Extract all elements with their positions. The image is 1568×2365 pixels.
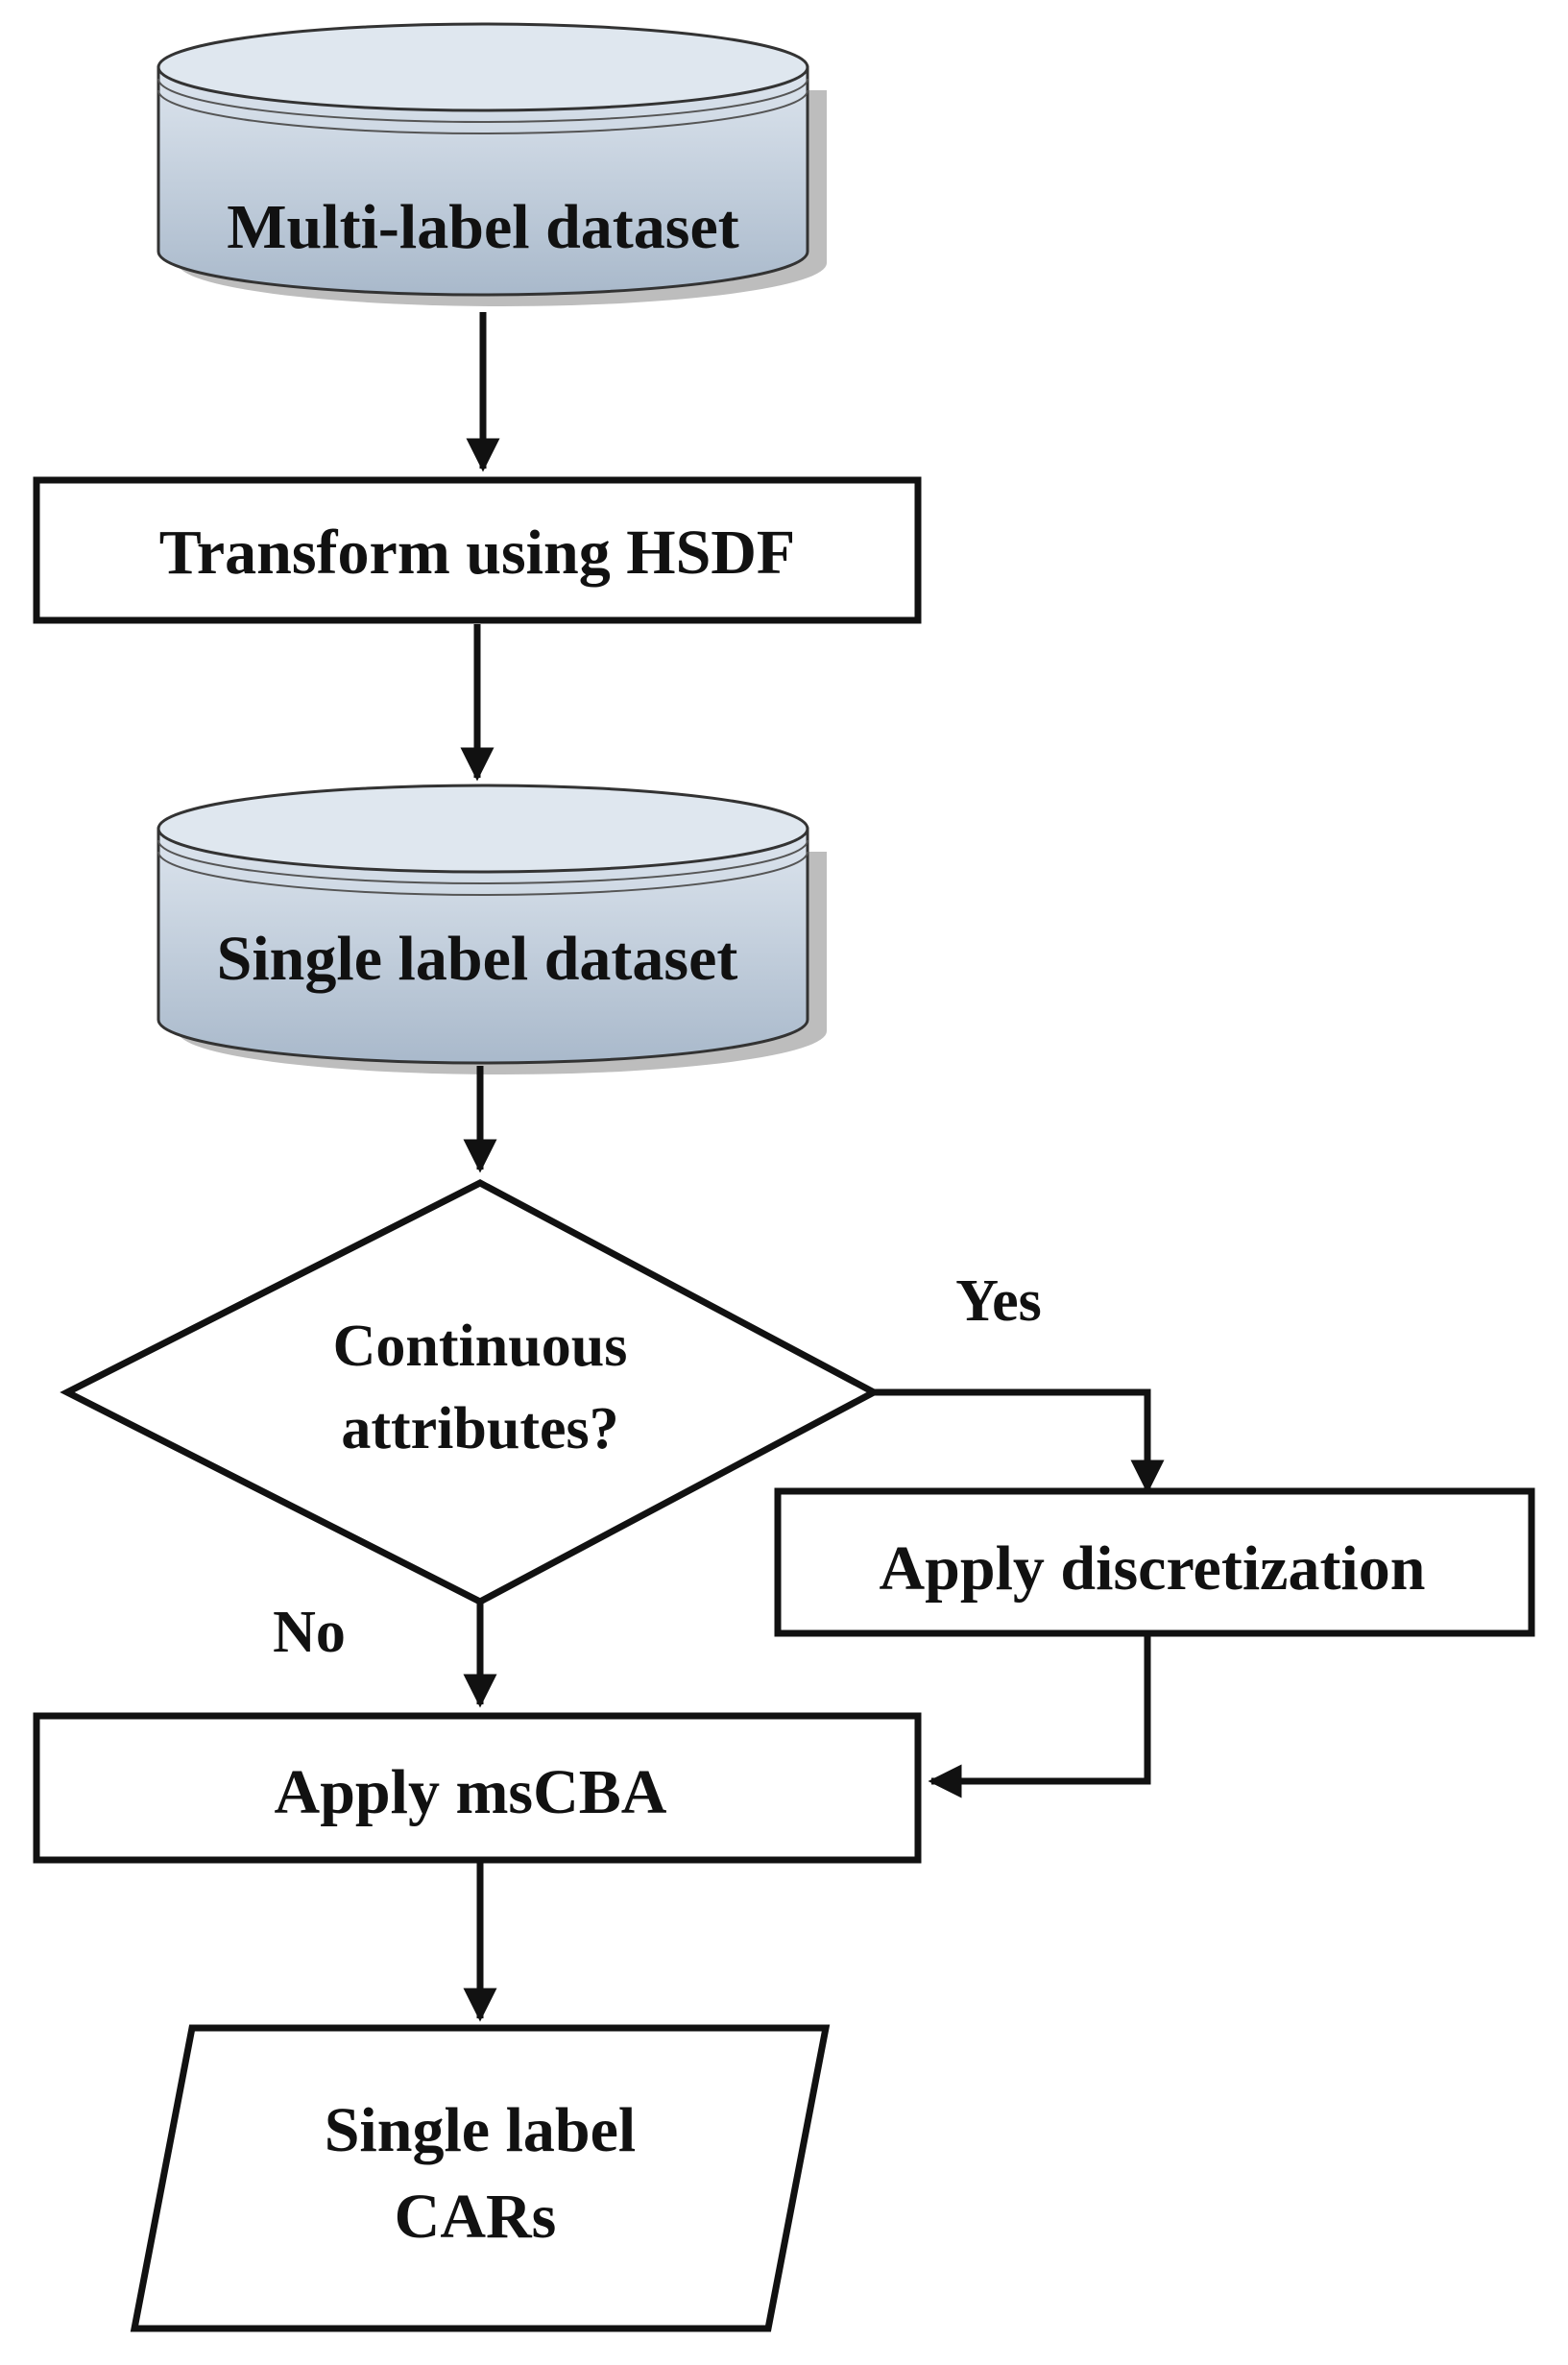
multi-label-dataset-node: Multi-label dataset	[157, 22, 827, 306]
single-label-dataset-label: Single label dataset	[217, 924, 738, 994]
arrow-yes-to-discretization	[874, 1388, 1165, 1494]
single-label-dataset-node: Single label dataset	[157, 784, 827, 1074]
transform-label: Transform using HSDF	[159, 518, 796, 588]
output-node: Single label CARs	[130, 2024, 831, 2332]
decision-node: Continuous attributes?	[60, 1179, 881, 1605]
arrow-discretization-to-mscba	[928, 1635, 1151, 1798]
output-label-line2: CARs	[395, 2182, 557, 2252]
discretization-label: Apply discretization	[880, 1533, 1426, 1604]
multi-label-dataset-label: Multi-label dataset	[227, 192, 738, 262]
decision-label-line1: Continuous	[333, 1314, 628, 1379]
transform-node: Transform using HSDF	[33, 476, 922, 624]
discretization-node: Apply discretization	[774, 1487, 1535, 1637]
yes-label: Yes	[955, 1268, 1042, 1334]
output-label-line1: Single label	[325, 2095, 637, 2165]
mscba-label: Apply msCBA	[275, 1757, 667, 1827]
mscba-node: Apply msCBA	[33, 1712, 922, 1864]
decision-label-line2: attributes?	[341, 1396, 618, 1461]
no-label: No	[273, 1600, 346, 1665]
